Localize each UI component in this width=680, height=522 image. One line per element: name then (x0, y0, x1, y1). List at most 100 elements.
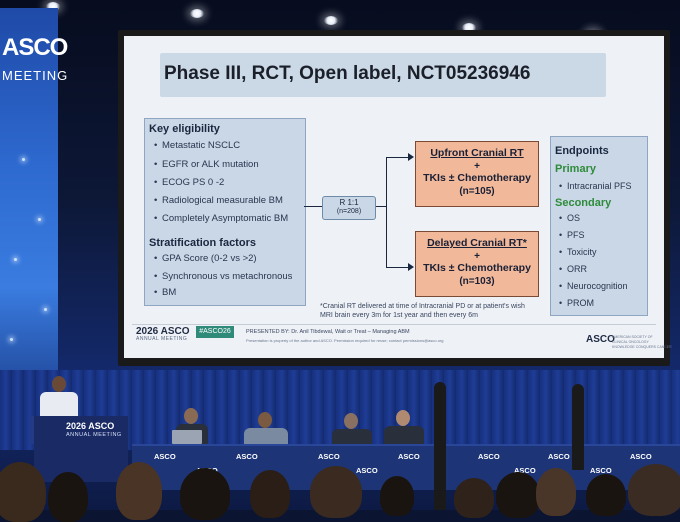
audience-head (454, 478, 494, 518)
speaker-head (52, 376, 66, 392)
sparkle (44, 308, 47, 311)
arm-upfront: Upfront Cranial RT + TKIs ± Chemotherapy… (415, 141, 539, 207)
table-logo: ASCO (548, 452, 570, 461)
arm-title: Delayed Cranial RT* (427, 237, 527, 249)
panelist-body (244, 428, 288, 444)
panelist-head (396, 410, 410, 426)
footer-right-logo: ASCO (586, 334, 615, 345)
connector-line (386, 157, 408, 158)
secondary-endpoint: PROM (559, 298, 594, 308)
table-logo: ASCO (478, 452, 500, 461)
sparkle (14, 258, 17, 261)
secondary-endpoint: Toxicity (559, 247, 596, 257)
eligibility-item: ECOG PS 0 -2 (154, 177, 224, 188)
banner-subtitle: MEETING (2, 68, 69, 83)
arm-delayed: Delayed Cranial RT* + TKIs ± Chemotherap… (415, 231, 539, 297)
arm-n: (n=103) (459, 276, 495, 287)
primary-endpoint: Intracranial PFS (559, 181, 631, 191)
eligibility-box: Key eligibility Metastatic NSCLC EGFR or… (144, 118, 306, 306)
footnote-line: *Cranial RT delivered at time of Intracr… (320, 303, 525, 310)
arm-therapy: TKIs ± Chemotherapy (423, 172, 531, 184)
table-logo: ASCO (398, 452, 420, 461)
arrow-head (408, 263, 414, 271)
secondary-label: Secondary (555, 197, 612, 209)
banner-logo: ASCO (2, 34, 68, 61)
connector-line (386, 157, 387, 267)
footer-right-line: AMERICAN SOCIETY OF (612, 335, 653, 339)
panelist-head (258, 412, 272, 428)
stratification-heading: Stratification factors (149, 237, 256, 249)
ceiling-light (190, 9, 204, 18)
podium (34, 416, 128, 482)
ceiling-light (324, 16, 338, 25)
randomization-box: R 1:1 (n=208) (322, 196, 376, 220)
side-banner: ASCO MEETING (0, 8, 68, 408)
eligibility-item: EGFR or ALK mutation (154, 159, 259, 170)
slide: Phase III, RCT, Open label, NCT05236946 … (124, 36, 672, 358)
ceiling-light (46, 2, 60, 11)
arrow-head (408, 153, 414, 161)
slide-footnote: *Cranial RT delivered at time of Intracr… (320, 302, 525, 320)
stratification-item: Synchronous vs metachronous (154, 271, 292, 282)
audience-head (250, 470, 290, 518)
audience-head (380, 476, 414, 516)
footer-right-subtext: AMERICAN SOCIETY OF CLINICAL ONCOLOGY KN… (612, 335, 672, 350)
footnote-line: MRI brain every 3m for 1st year and then… (320, 312, 478, 319)
audience-head (0, 462, 46, 522)
footer-right-line: KNOWLEDGE CONQUERS CANCER (612, 345, 672, 349)
endpoints-box: Endpoints Primary Intracranial PFS Secon… (550, 136, 648, 316)
table-logo: ASCO (630, 452, 652, 461)
laptop (172, 430, 202, 444)
arm-plus: + (474, 251, 480, 262)
eligibility-item: Metastatic NSCLC (154, 140, 240, 151)
footer-note: Presentation is property of the author a… (246, 338, 444, 343)
audience-head (116, 462, 162, 520)
stratification-item: GPA Score (0-2 vs >2) (154, 253, 257, 264)
slide-title: Phase III, RCT, Open label, NCT05236946 (164, 63, 531, 84)
table-logo: ASCO (154, 452, 176, 461)
podium-subtitle: ANNUAL MEETING (66, 432, 122, 438)
audience-head (628, 464, 680, 516)
footer-divider (132, 324, 656, 325)
connector-line (304, 206, 322, 207)
stratification-item-cont: BM (154, 287, 176, 298)
ceiling-light (462, 23, 476, 32)
table-logo: ASCO (590, 466, 612, 475)
table-logo: ASCO (356, 466, 378, 475)
microphone-stand (434, 382, 446, 510)
slide-title-bar: Phase III, RCT, Open label, NCT05236946 (160, 53, 606, 97)
eligibility-item: Radiological measurable BM (154, 195, 283, 206)
secondary-endpoint: PFS (559, 230, 584, 240)
secondary-endpoint: OS (559, 213, 580, 223)
sparkle (22, 158, 25, 161)
eligibility-heading: Key eligibility (149, 123, 220, 135)
table-logo: ASCO (318, 452, 340, 461)
audience-head (536, 468, 576, 516)
audience-head (496, 472, 540, 518)
audience-head (48, 472, 88, 522)
panelist-body (332, 429, 372, 444)
audience-head (310, 466, 362, 518)
arm-plus: + (474, 161, 480, 172)
footer-hashtag: #ASCO26 (196, 326, 234, 338)
audience-head (180, 468, 230, 520)
connector-line (386, 267, 408, 268)
primary-label: Primary (555, 163, 596, 175)
eligibility-item: Completely Asymptomatic BM (154, 213, 288, 224)
endpoints-heading: Endpoints (555, 145, 609, 157)
panelist-head (344, 413, 358, 429)
footer-logo: 2026 ASCO (136, 326, 190, 337)
footer-presenter: PRESENTED BY: Dr. Anil Tibdewal, Wait or… (246, 329, 410, 335)
podium-logo: 2026 ASCO (66, 421, 115, 431)
arm-title: Upfront Cranial RT (430, 147, 524, 159)
footer-logo-sub: ANNUAL MEETING (136, 336, 188, 342)
panelist-head (184, 408, 198, 424)
randomization-ratio: R 1:1 (339, 198, 359, 207)
footer-right-line: CLINICAL ONCOLOGY (612, 340, 649, 344)
sparkle (10, 338, 13, 341)
arm-therapy: TKIs ± Chemotherapy (423, 262, 531, 274)
table-logo: ASCO (514, 466, 536, 475)
connector-line (374, 206, 386, 207)
arm-n: (n=105) (459, 186, 495, 197)
table-logo: ASCO (236, 452, 258, 461)
